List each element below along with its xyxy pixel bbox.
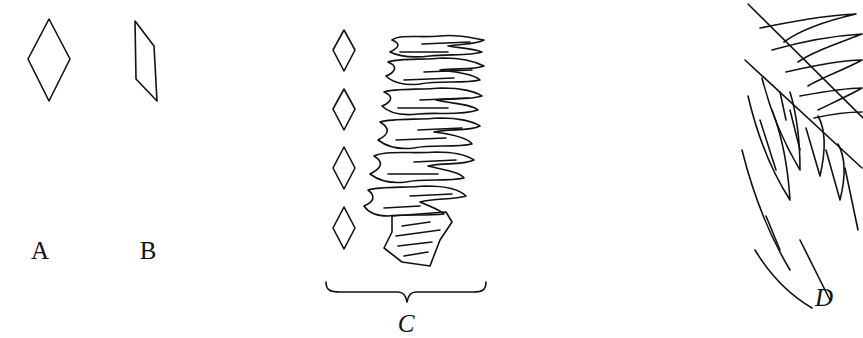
stacked-crystal-column	[364, 35, 484, 266]
feathery-crystal	[742, 4, 863, 308]
grouping-brace	[326, 282, 486, 302]
figure-letter: B	[140, 238, 157, 263]
rhombus-figure	[28, 19, 70, 101]
figure-letter: D	[815, 285, 833, 310]
small-rhombi	[333, 30, 355, 249]
figure-letter: A	[31, 238, 49, 263]
figure-letter: C	[398, 311, 415, 336]
parallelogram-figure	[135, 21, 157, 101]
